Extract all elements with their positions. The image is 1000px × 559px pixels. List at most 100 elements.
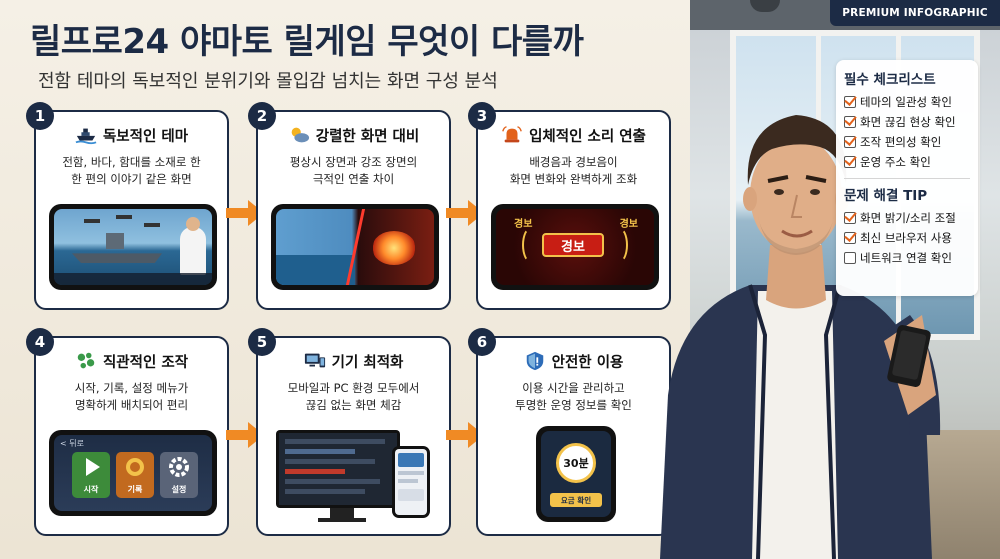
ceiling-lamp <box>750 0 780 12</box>
feature-card-6: 6 안전한 이용 이용 시간을 관리하고 투명한 운영 정보를 확인 30분 요… <box>468 328 671 536</box>
mobile-mockup <box>392 446 430 518</box>
checklist-panel: 필수 체크리스트 테마의 일관성 확인 화면 끊김 현상 확인 조작 편의성 확… <box>836 60 978 296</box>
play-icon <box>86 458 100 476</box>
alarm-banner: 경보 <box>542 233 604 257</box>
alarm-scene-screen: 경보 경보 경보 <box>496 209 654 285</box>
game-phone-mockup <box>49 204 217 290</box>
battleship-icon <box>75 128 97 145</box>
feature-card-2: 2 강렬한 화면 대비 평상시 장면과 강조 장면의 극적인 연출 차이 <box>248 102 451 310</box>
arrow-right-icon <box>446 422 484 448</box>
card-title: 기기 최적화 <box>331 354 404 371</box>
checklist-item[interactable]: 조작 편의성 확인 <box>844 132 970 152</box>
pc-monitor-mockup <box>276 430 400 508</box>
checked-checkbox[interactable] <box>844 116 856 128</box>
safety-phone-mockup: 30분 요금 확인 <box>536 426 616 522</box>
checklist-item[interactable]: 테마의 일관성 확인 <box>844 92 970 112</box>
tile-label: 설정 <box>171 485 187 494</box>
checked-checkbox[interactable] <box>844 232 856 244</box>
shield-icon <box>526 351 543 371</box>
checklist-item-label: 화면 끊김 현상 확인 <box>860 115 956 129</box>
unchecked-checkbox[interactable] <box>844 252 856 264</box>
checked-checkbox[interactable] <box>844 156 856 168</box>
ship-tower <box>106 233 124 249</box>
tip-item[interactable]: 화면 밝기/소리 조절 <box>844 208 970 228</box>
card-title: 안전한 이용 <box>551 354 624 371</box>
card-title: 강렬한 화면 대비 <box>315 128 420 145</box>
gamepad-icon <box>77 352 95 369</box>
gear-icon <box>169 457 189 477</box>
feature-card-5: 5 기기 최적화 모바일과 PC 환경 모두에서 끊김 없는 화면 체감 <box>248 328 451 536</box>
mobile-screen <box>395 449 427 515</box>
card-title: 독보적인 테마 <box>102 128 189 145</box>
game-phone-mockup: < 뒤로 시작 기록 설정 <box>49 430 217 516</box>
tile-label: 기록 <box>127 485 143 494</box>
usage-timer: 30분 <box>556 443 596 483</box>
card-description: 배경음과 경보음이 화면 변화와 완벽하게 조화 <box>509 155 638 186</box>
plane <box>84 219 100 223</box>
menu-screen: < 뒤로 시작 기록 설정 <box>54 435 212 511</box>
card-number: 4 <box>26 328 54 356</box>
sun-cloud-icon <box>291 127 309 143</box>
monitor-stand-base <box>318 518 366 522</box>
back-link[interactable]: < 뒤로 <box>60 439 84 448</box>
feature-card-3: 3 입체적인 소리 연출 배경음과 경보음이 화면 변화와 완벽하게 조화 경보… <box>468 102 671 310</box>
checked-checkbox[interactable] <box>844 96 856 108</box>
game-hud-bar <box>54 273 212 285</box>
tip-item-label: 화면 밝기/소리 조절 <box>860 211 956 225</box>
page-title: 릴프로24 야마토 릴게임 무엇이 다를까 <box>30 22 584 62</box>
checklist-title: 필수 체크리스트 <box>844 72 936 88</box>
alarm-bell-icon <box>502 126 522 143</box>
card-title: 입체적인 소리 연출 <box>529 128 646 145</box>
checklist-item-label: 운영 주소 확인 <box>860 155 931 169</box>
card-number: 5 <box>248 328 276 356</box>
checked-checkbox[interactable] <box>844 212 856 224</box>
checklist-item[interactable]: 운영 주소 확인 <box>844 152 970 172</box>
card-description: 시작, 기록, 설정 메뉴가 명확하게 배치되어 편리 <box>74 381 189 412</box>
devices-icon <box>304 353 325 368</box>
card-number: 2 <box>248 102 276 130</box>
contrast-scene-screen <box>276 209 434 285</box>
premium-badge: PREMIUM INFOGRAPHIC <box>830 0 1000 26</box>
feature-card-4: 4 직관적인 조작 시작, 기록, 설정 메뉴가 명확하게 배치되어 편리 < … <box>26 328 229 536</box>
tip-title: 문제 해결 TIP <box>844 188 928 204</box>
checklist-item-label: 조작 편의성 확인 <box>860 135 942 149</box>
alarm-tag: 경보 <box>514 219 533 230</box>
record-tile[interactable]: 기록 <box>116 452 154 498</box>
arrow-right-icon <box>226 200 264 226</box>
page-subtitle: 전함 테마의 독보적인 분위기와 몰입감 넘치는 화면 구성 분석 <box>38 71 498 92</box>
battleship-game-screen <box>54 209 212 285</box>
red-beam <box>345 209 366 285</box>
card-number: 3 <box>468 102 496 130</box>
explosion <box>372 231 416 265</box>
card-description: 전함, 바다, 함대를 소재로 한 한 편의 이야기 같은 화면 <box>62 155 201 186</box>
card-number: 1 <box>26 102 54 130</box>
checklist-item[interactable]: 화면 끊김 현상 확인 <box>844 112 970 132</box>
naval-officer <box>180 217 206 275</box>
arrow-right-icon <box>226 422 264 448</box>
checked-checkbox[interactable] <box>844 136 856 148</box>
start-tile[interactable]: 시작 <box>72 452 110 498</box>
tip-item[interactable]: 최신 브라우저 사용 <box>844 228 970 248</box>
calm-sea <box>276 255 355 285</box>
plane <box>144 223 160 227</box>
card-description: 이용 시간을 관리하고 투명한 운영 정보를 확인 <box>515 381 632 412</box>
sound-wave <box>610 227 628 263</box>
medal-icon <box>126 458 144 476</box>
settings-tile[interactable]: 설정 <box>160 452 198 498</box>
safety-screen: 30분 요금 확인 <box>541 431 611 517</box>
tip-item-label: 네트워크 연결 확인 <box>860 251 952 265</box>
plane <box>116 215 132 219</box>
alarm-tag: 경보 <box>619 219 638 230</box>
tip-item[interactable]: 네트워크 연결 확인 <box>844 248 970 268</box>
checklist-item-label: 테마의 일관성 확인 <box>860 95 952 109</box>
card-description: 평상시 장면과 강조 장면의 극적인 연출 차이 <box>289 155 418 186</box>
tip-item-label: 최신 브라우저 사용 <box>860 231 952 245</box>
confirm-button[interactable]: 요금 확인 <box>550 493 602 507</box>
tile-label: 시작 <box>83 485 99 494</box>
game-phone-mockup: 경보 경보 경보 <box>491 204 659 290</box>
sound-wave <box>522 227 540 263</box>
arrow-right-icon <box>446 200 484 226</box>
battleship <box>72 253 162 263</box>
pc-screen <box>279 433 397 505</box>
divider <box>844 178 970 179</box>
